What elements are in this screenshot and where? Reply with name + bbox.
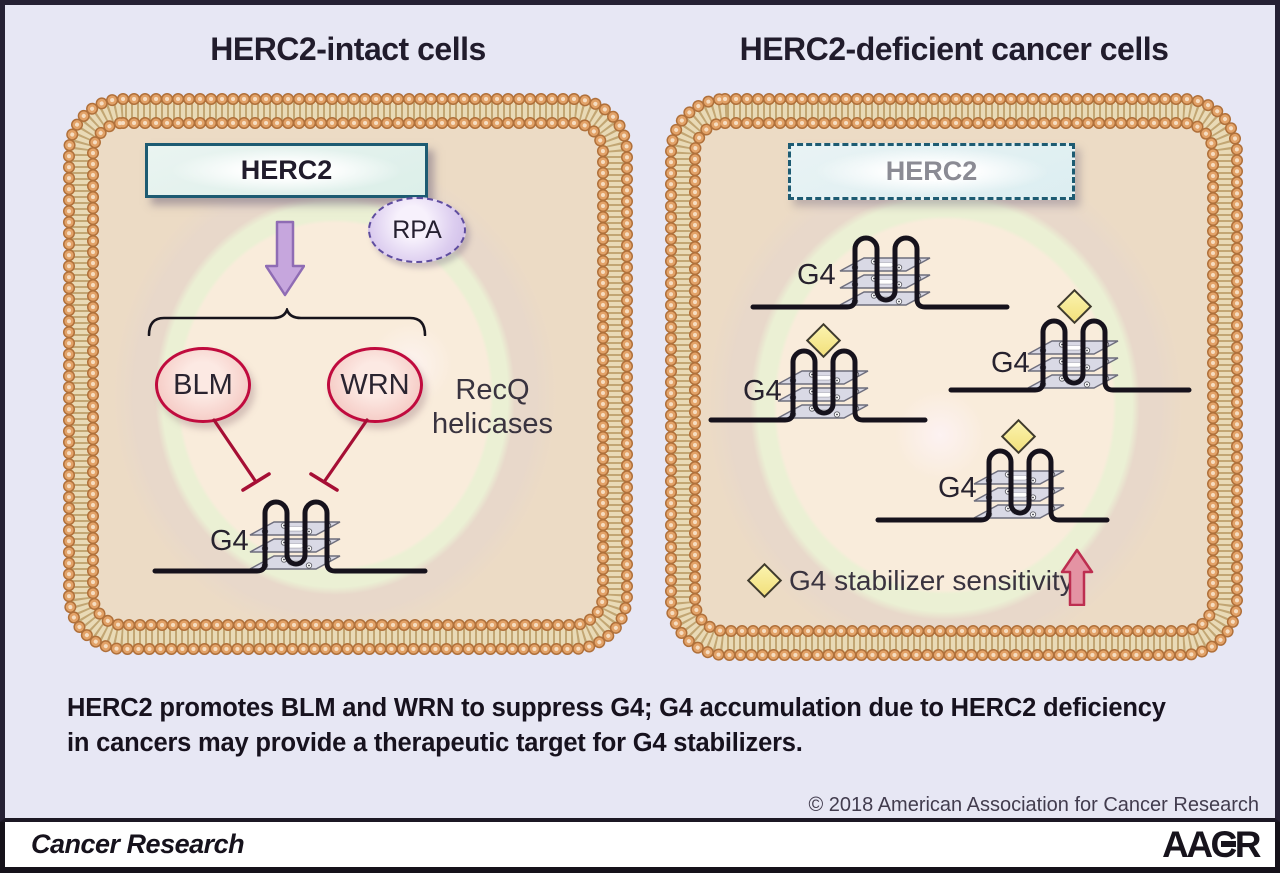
herc2-box-label: HERC2 <box>240 155 333 185</box>
recq-line1: RecQ <box>455 374 530 406</box>
g4-label: G4 <box>797 259 836 291</box>
inhibition-lines-icon <box>212 418 369 492</box>
journal-name: Cancer Research <box>31 829 245 859</box>
journal-footer: Cancer Research AACR <box>0 822 1280 873</box>
blm-oval: BLM <box>155 347 251 423</box>
rpa-oval: RPA <box>368 197 466 263</box>
blm-label: BLM <box>173 368 233 401</box>
wrn-label: WRN <box>340 368 410 401</box>
herc2-deficient-cell: HERC2 G4 G4 G4 G4 G4 stabilizer sensitiv… <box>665 93 1243 661</box>
g4-structure-icon <box>750 235 1010 310</box>
cell-membrane-left <box>63 93 633 655</box>
herc2-box-deficient: HERC2 <box>788 143 1075 200</box>
g4-label: G4 <box>991 347 1030 379</box>
right-panel-title: HERC2-deficient cancer cells <box>739 31 1169 67</box>
g4-label: G4 <box>743 375 782 407</box>
sensitivity-up-arrow-icon <box>1060 548 1094 606</box>
figure-caption: HERC2 promotes BLM and WRN to suppress G… <box>67 691 1166 761</box>
figure-panel: HERC2-intact cells HERC2-deficient cance… <box>0 0 1280 822</box>
herc2-intact-cell: HERC2 RPA BLM WRN RecQ helicases G4 <box>63 93 633 655</box>
brace-icon <box>147 308 427 336</box>
g4-structure-icon <box>708 348 928 423</box>
recq-helicases-label: RecQ helicases <box>425 373 560 441</box>
caption-line2: in cancers may provide a therapeutic tar… <box>67 729 803 757</box>
herc2-box-label: HERC2 <box>885 156 978 186</box>
recq-line2: helicases <box>432 408 553 440</box>
copyright-text: © 2018 American Association for Cancer R… <box>808 794 1259 816</box>
wrn-oval: WRN <box>327 347 423 423</box>
cell-membrane-right <box>665 93 1243 661</box>
g4-label: G4 <box>210 525 249 557</box>
g4-structure-icon <box>152 499 428 574</box>
rpa-label: RPA <box>392 215 442 244</box>
legend-text: G4 stabilizer sensitivity <box>789 565 1074 596</box>
left-panel-title: HERC2-intact cells <box>210 31 486 67</box>
aacr-logo: AACR <box>1162 823 1261 865</box>
cytoplasm-nucleus-right <box>691 119 1217 635</box>
down-arrow-icon <box>265 220 305 297</box>
caption-line1: HERC2 promotes BLM and WRN to suppress G… <box>67 694 1166 722</box>
g4-label: G4 <box>938 472 977 504</box>
g4-structure-icon <box>948 318 1192 393</box>
herc2-box: HERC2 <box>145 143 428 198</box>
g4-structure-icon <box>875 448 1110 523</box>
